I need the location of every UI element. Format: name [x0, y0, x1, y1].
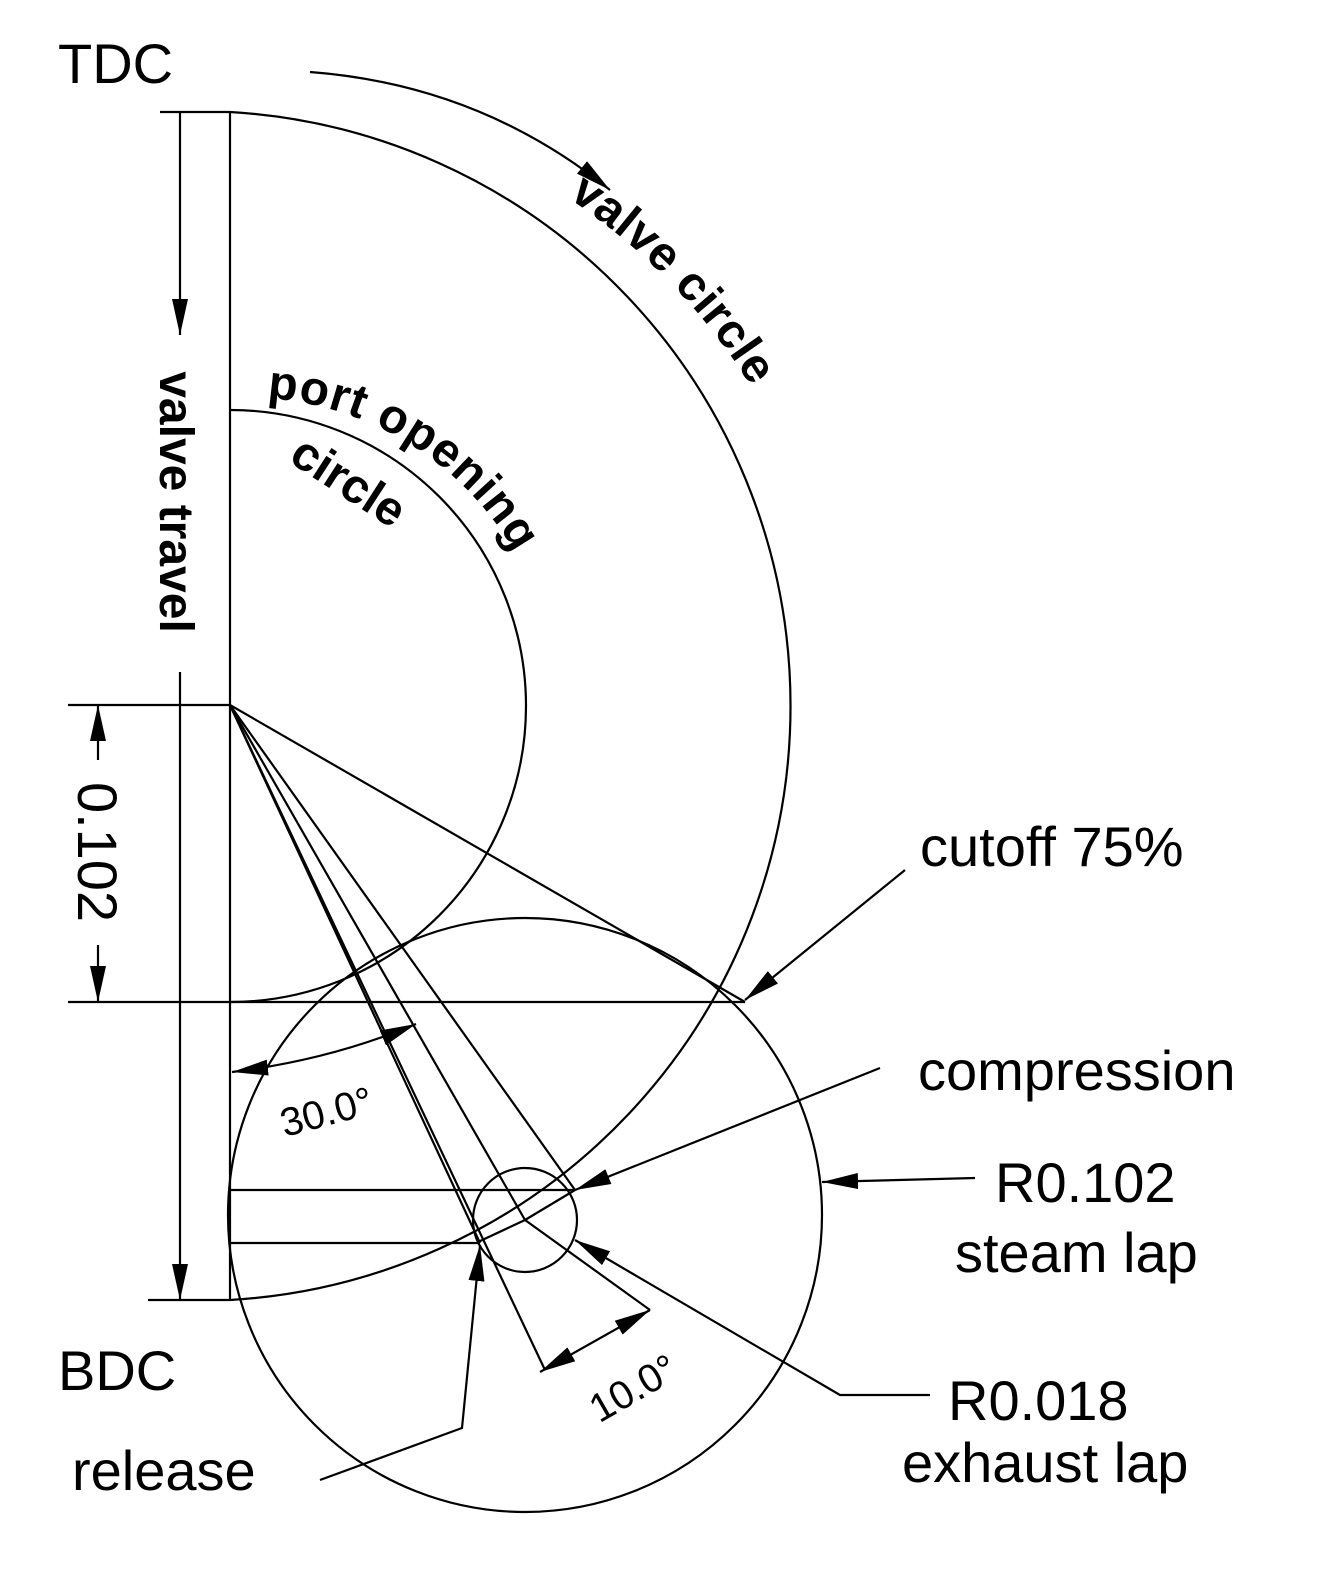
valve-circle-label: valve circle: [562, 163, 787, 392]
compression-chord: [524, 1189, 576, 1221]
release-chord: [477, 1219, 526, 1243]
compression-label: compression: [918, 1039, 1235, 1102]
cutoff-radial-line: [229, 704, 746, 1003]
tdc-label: TDC: [58, 32, 173, 95]
radial-line-3: [229, 704, 576, 1191]
cutoff-label: cutoff 75%: [920, 815, 1184, 878]
release-leader: [319, 1244, 485, 1482]
bdc-label: BDC: [58, 1339, 176, 1402]
release-label: release: [72, 1439, 256, 1502]
steam-lap-leader: [821, 1173, 976, 1190]
exhaust-lap-radius-label: R0.018: [948, 1369, 1129, 1432]
angle-10-label: 10.0°: [582, 1346, 685, 1431]
valve-travel-label: valve travel: [149, 371, 202, 633]
rotation-arrow: [309, 70, 611, 191]
cutoff-leader: [744, 869, 906, 1001]
dim-0102-label: 0.102: [66, 782, 129, 922]
angle-30-arc: [231, 1022, 417, 1076]
steam-lap-radius-label: R0.102: [995, 1151, 1176, 1214]
ten-degree-ext-line: [524, 1219, 651, 1311]
steam-lap-label: steam lap: [955, 1221, 1198, 1284]
exhaust-lap-label: exhaust lap: [902, 1431, 1188, 1494]
angle-30-label: 30.0°: [276, 1079, 378, 1146]
radial-line-2: [229, 704, 526, 1221]
angle-10-dim-line: [539, 1309, 651, 1373]
exhaust-lap-leader: [574, 1239, 930, 1397]
valve-circle-arc: [229, 110, 792, 1302]
compression-leader: [574, 1066, 881, 1192]
port-opening-circle-arc: [229, 408, 528, 1004]
lower-circle: [226, 916, 824, 1514]
